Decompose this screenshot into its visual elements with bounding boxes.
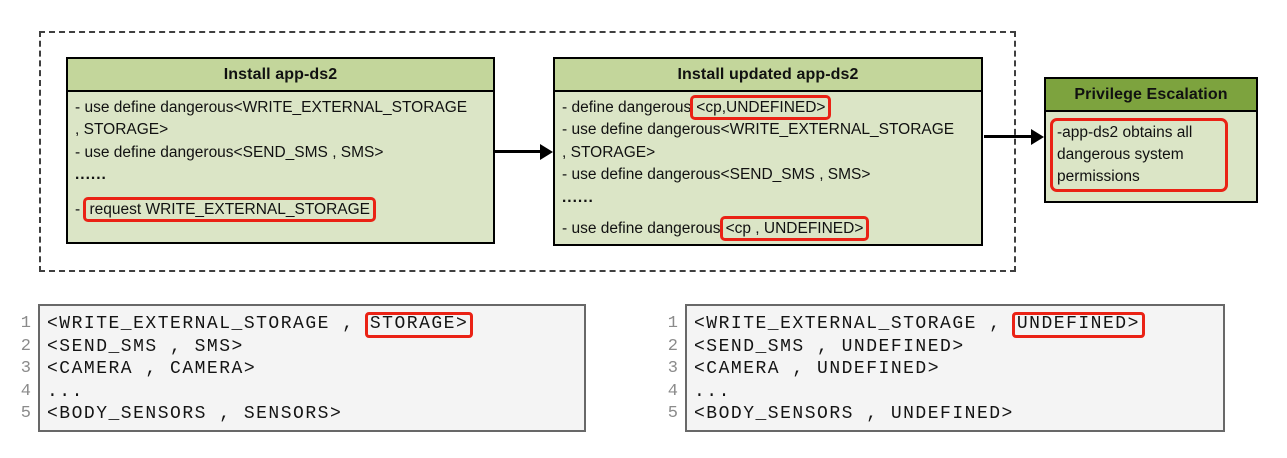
flow-box-install-updated-app-ds2: Install updated app-ds2 - define dangero… (553, 57, 983, 246)
code-left-line5: <BODY_SENSORS , SENSORS> (47, 404, 343, 425)
flow-box-privilege-escalation: Privilege Escalation -app-ds2 obtains al… (1044, 77, 1258, 203)
box2-line4: - use define dangerous<SEND_SMS , SMS> (562, 166, 871, 184)
flow-box-install-app-ds2: Install app-ds2 - use define dangerous<W… (66, 57, 495, 244)
box1-line3: - use define dangerous<SEND_SMS , SMS> (75, 143, 384, 161)
code-left-line1: <WRITE_EXTERNAL_STORAGE , STORAGE> (47, 312, 578, 338)
box1-line1: - use define dangerous<WRITE_EXTERNAL_ST… (75, 99, 468, 116)
box1-ellipsis: ...... (75, 166, 107, 184)
box2-body: - define dangerous<cp,UNDEFINED> - use d… (555, 92, 981, 244)
box2-line2: - use define dangerous<WRITE_EXTERNAL_ST… (562, 121, 955, 139)
code-listing-permission-groups: <WRITE_EXTERNAL_STORAGE , STORAGE> <SEND… (38, 304, 586, 432)
line-number: 5 (20, 404, 32, 424)
annotation-highlight-cp-undefined-define: <cp,UNDEFINED> (690, 95, 832, 121)
code-listing-undefined-groups: <WRITE_EXTERNAL_STORAGE , UNDEFINED> <SE… (685, 304, 1225, 432)
arrow-connector-2 (984, 135, 1032, 138)
box1-line2: , STORAGE> (75, 121, 169, 139)
code-right-line1-prefix: <WRITE_EXTERNAL_STORAGE , (694, 314, 1014, 334)
annotation-highlight-escalation-result: -app-ds2 obtains all dangerous system pe… (1050, 118, 1228, 192)
line-number: 1 (20, 314, 32, 333)
box2-line1-prefix: - define dangerous (562, 99, 692, 116)
box2-line6: - use define dangerous<cp , UNDEFINED> (562, 216, 975, 242)
box2-line1: - define dangerous<cp,UNDEFINED> (562, 95, 975, 121)
line-number: 5 (667, 404, 679, 424)
code-left-line1-prefix: <WRITE_EXTERNAL_STORAGE , (47, 314, 367, 334)
code-left-line3: <CAMERA , CAMERA> (47, 359, 257, 380)
arrow-right-icon (540, 144, 553, 160)
annotation-highlight-request-permission: request WRITE_EXTERNAL_STORAGE (83, 196, 376, 222)
box1-request-prefix: - (75, 200, 85, 218)
arrow-right-icon (1031, 129, 1044, 145)
box3-title: Privilege Escalation (1046, 79, 1256, 112)
box3-body: -app-ds2 obtains all dangerous system pe… (1046, 112, 1256, 196)
box2-line3: , STORAGE> (562, 143, 656, 161)
line-number: 2 (20, 336, 32, 356)
line-number: 4 (667, 381, 679, 401)
box2-line6-prefix: - use define dangerous (562, 220, 721, 238)
box2-ellipsis: ...... (562, 188, 594, 206)
code-right-line-numbers: 1 2 3 4 5 (648, 313, 679, 426)
code-right-line3: <CAMERA , UNDEFINED> (694, 359, 941, 380)
line-number: 3 (20, 359, 32, 379)
line-number: 2 (667, 336, 679, 356)
arrow-connector-1 (495, 150, 541, 153)
box1-request-line: - request WRITE_EXTERNAL_STORAGE (75, 196, 487, 222)
line-number: 1 (667, 314, 679, 333)
attack-flow-dashed-boundary (39, 31, 1016, 272)
annotation-highlight-storage-group: STORAGE> (364, 312, 474, 338)
line-number: 3 (667, 359, 679, 379)
code-right-line4: ... (694, 381, 731, 402)
box1-title: Install app-ds2 (68, 59, 493, 92)
line-number: 4 (20, 381, 32, 401)
code-left-line2: <SEND_SMS , SMS> (47, 336, 244, 357)
box2-title: Install updated app-ds2 (555, 59, 981, 92)
code-right-line1: <WRITE_EXTERNAL_STORAGE , UNDEFINED> (694, 312, 1217, 338)
code-left-line-numbers: 1 2 3 4 5 (0, 313, 32, 426)
code-right-line2: <SEND_SMS , UNDEFINED> (694, 336, 965, 357)
annotation-highlight-cp-undefined-use: <cp , UNDEFINED> (719, 216, 870, 242)
box1-body: - use define dangerous<WRITE_EXTERNAL_ST… (68, 92, 493, 225)
code-left-line4: ... (47, 381, 84, 402)
annotation-highlight-undefined-group: UNDEFINED> (1011, 312, 1145, 338)
code-right-line5: <BODY_SENSORS , UNDEFINED> (694, 404, 1014, 425)
